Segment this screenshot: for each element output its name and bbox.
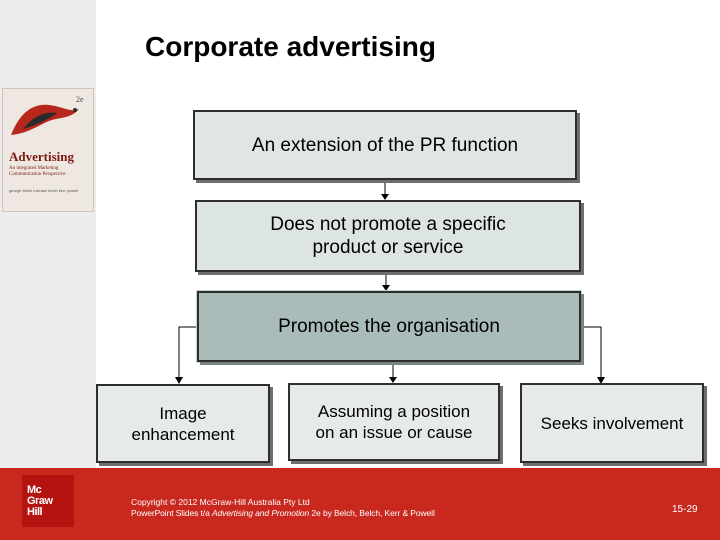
box-seeks-involvement-text: Seeks involvement [540, 413, 684, 433]
box-no-specific-product-line1: Does not promote a specific [270, 214, 506, 235]
box-promotes-organisation-text: Promotes the organisation [278, 316, 500, 337]
bird-illustration-icon [11, 104, 79, 135]
box-promotes-organisation: Promotes the organisation [197, 291, 581, 362]
book-subtitle: An integrated Marketing Communication Pe… [9, 166, 66, 177]
box-image-enhancement-line1: Image [159, 403, 207, 423]
box-pr-extension: An extension of the PR function [193, 110, 577, 180]
book-authors: george belch michael belch kerr powell [9, 188, 79, 193]
box-image-enhancement: Image enhancement [96, 384, 270, 463]
copyright-line: Copyright © 2012 McGraw-Hill Australia P… [131, 497, 310, 507]
footer-bar [0, 468, 720, 540]
copyright-text: Copyright © 2012 McGraw-Hill Australia P… [131, 497, 435, 519]
slides-note-line: PowerPoint Slides t/a Advertising and Pr… [131, 508, 435, 518]
box-pr-extension-text: An extension of the PR function [251, 134, 519, 156]
box-assuming-position-line2: on an issue or cause [315, 423, 473, 442]
slide-title: Corporate advertising [145, 31, 436, 62]
box-no-specific-product-line2: product or service [312, 237, 464, 258]
arrowhead [389, 377, 397, 383]
left-sidebar-panel [0, 0, 96, 468]
arrowhead [381, 194, 389, 200]
box-seeks-involvement: Seeks involvement [520, 383, 704, 463]
logo-line: Hill [27, 505, 43, 518]
logo-line: Graw [27, 494, 53, 507]
box-image-enhancement-line2: enhancement [131, 424, 235, 444]
page-number: 15-29 [672, 504, 698, 515]
box-assuming-position: Assuming a position on an issue or cause [288, 383, 500, 461]
arrowhead [597, 377, 605, 384]
book-edition: 2e [76, 95, 84, 104]
book-title: Advertising [9, 149, 74, 164]
box-no-specific-product: Does not promote a specific product or s… [195, 200, 581, 272]
logo-line: Mc [27, 483, 42, 496]
arrowhead [382, 285, 390, 291]
arrowhead [175, 377, 183, 384]
book-cover-image: 2e Advertising An integrated Marketing C… [2, 88, 94, 212]
box-assuming-position-line1: Assuming a position [317, 402, 471, 421]
mcgraw-hill-logo: Mc Graw Hill [22, 475, 74, 527]
